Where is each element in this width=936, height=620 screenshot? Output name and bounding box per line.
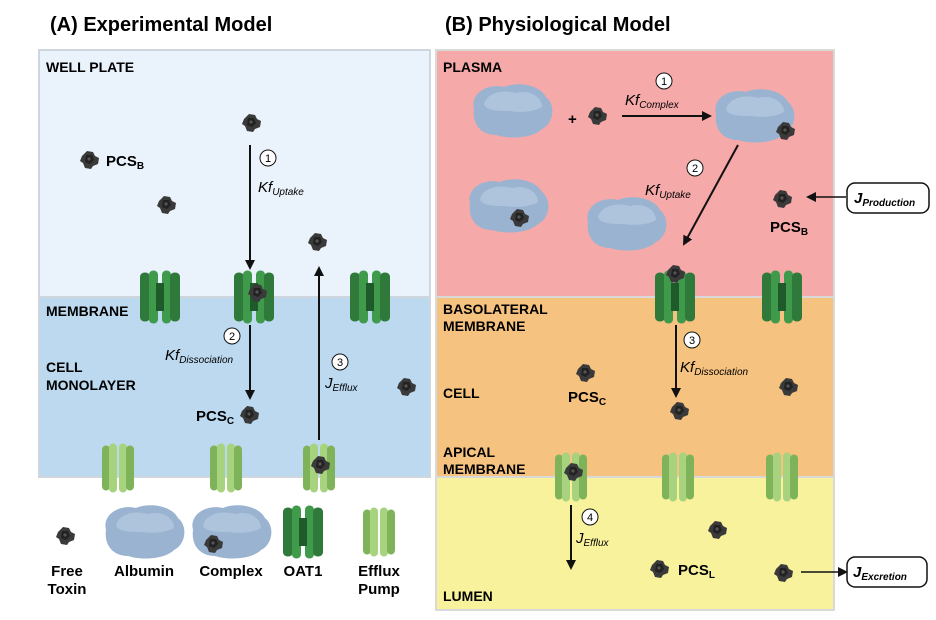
complex-icon bbox=[469, 179, 549, 233]
pcs-b-label-b: PCSB bbox=[770, 219, 808, 238]
step-b3-number: 3 bbox=[689, 335, 695, 347]
step-b1-number: 1 bbox=[661, 76, 667, 88]
legend-complex-icon bbox=[192, 505, 272, 559]
step-1-number: 1 bbox=[265, 153, 271, 165]
cell-monolayer-label-2: MONOLAYER bbox=[46, 377, 136, 393]
legend-free-toxin-label-1: Free bbox=[51, 563, 83, 580]
step-b4-number: 4 bbox=[587, 512, 593, 524]
pcs-c-label-b: PCSC bbox=[568, 389, 606, 408]
cell-monolayer-label-1: CELL bbox=[46, 359, 83, 375]
well-plate-region bbox=[38, 49, 431, 298]
step-b4-badge bbox=[581, 508, 599, 526]
step-3-number: 3 bbox=[337, 357, 343, 369]
pcs-b-label-a: PCSB bbox=[106, 153, 144, 172]
lumen-label: LUMEN bbox=[443, 588, 493, 604]
step-b2-badge bbox=[686, 159, 704, 177]
membrane-label: MEMBRANE bbox=[46, 303, 128, 319]
j-excretion-box bbox=[846, 556, 928, 588]
apical-membrane-label-1: APICAL bbox=[443, 444, 496, 460]
legend-free-toxin-label-2: Toxin bbox=[48, 581, 87, 598]
albumin-icon bbox=[473, 84, 553, 138]
pcs-c-label-a: PCSC bbox=[196, 408, 234, 427]
legend-albumin-label: Albumin bbox=[114, 563, 174, 580]
kf-uptake-label-b: KfUptake bbox=[645, 182, 691, 201]
well-plate-label: WELL PLATE bbox=[46, 59, 134, 75]
basolateral-membrane-label-1: BASOLATERAL bbox=[443, 301, 548, 317]
step-2-number: 2 bbox=[229, 331, 235, 343]
j-excretion-label: JExcretion bbox=[853, 564, 907, 583]
albumin-icon bbox=[587, 197, 667, 251]
kf-complex-label: KfComplex bbox=[625, 92, 680, 111]
j-production-label: JProduction bbox=[854, 190, 915, 209]
lumen-region bbox=[435, 476, 835, 611]
legend-free-toxin-icon bbox=[56, 527, 75, 545]
apical-membrane-label-2: MEMBRANE bbox=[443, 461, 525, 477]
step-b3-badge bbox=[683, 331, 701, 349]
step-3-badge bbox=[331, 353, 349, 371]
plus-sign: + bbox=[568, 111, 577, 128]
step-2-badge bbox=[223, 327, 241, 345]
cell-region bbox=[435, 296, 835, 478]
step-b1-badge bbox=[655, 72, 673, 90]
legend-oat1-icon bbox=[283, 505, 323, 559]
kf-dissociation-label-b: KfDissociation bbox=[680, 359, 749, 378]
legend-complex-label: Complex bbox=[199, 563, 263, 580]
legend-efflux-pump-icon bbox=[363, 507, 395, 557]
j-efflux-label-b: JEfflux bbox=[575, 530, 610, 549]
legend-efflux-pump-label-1: Efflux bbox=[358, 563, 400, 580]
panel-a-title: (A) Experimental Model bbox=[50, 14, 272, 36]
kf-uptake-label-a: KfUptake bbox=[258, 179, 304, 198]
step-1-badge bbox=[259, 149, 277, 167]
pcs-l-label: PCSL bbox=[678, 562, 715, 581]
cell-label: CELL bbox=[443, 385, 480, 401]
j-efflux-label-a: JEfflux bbox=[324, 375, 359, 394]
basolateral-membrane-label-2: MEMBRANE bbox=[443, 318, 525, 334]
legend-oat1-label: OAT1 bbox=[284, 563, 323, 580]
step-b2-number: 2 bbox=[692, 163, 698, 175]
legend-efflux-pump-label-2: Pump bbox=[358, 581, 400, 598]
legend-albumin-icon bbox=[105, 505, 185, 559]
j-production-box bbox=[846, 182, 930, 214]
panel-b-title: (B) Physiological Model bbox=[445, 14, 671, 36]
uptake-arrow-b bbox=[683, 144, 739, 246]
plasma-label: PLASMA bbox=[443, 59, 502, 75]
kf-dissociation-label-a: KfDissociation bbox=[165, 347, 234, 366]
